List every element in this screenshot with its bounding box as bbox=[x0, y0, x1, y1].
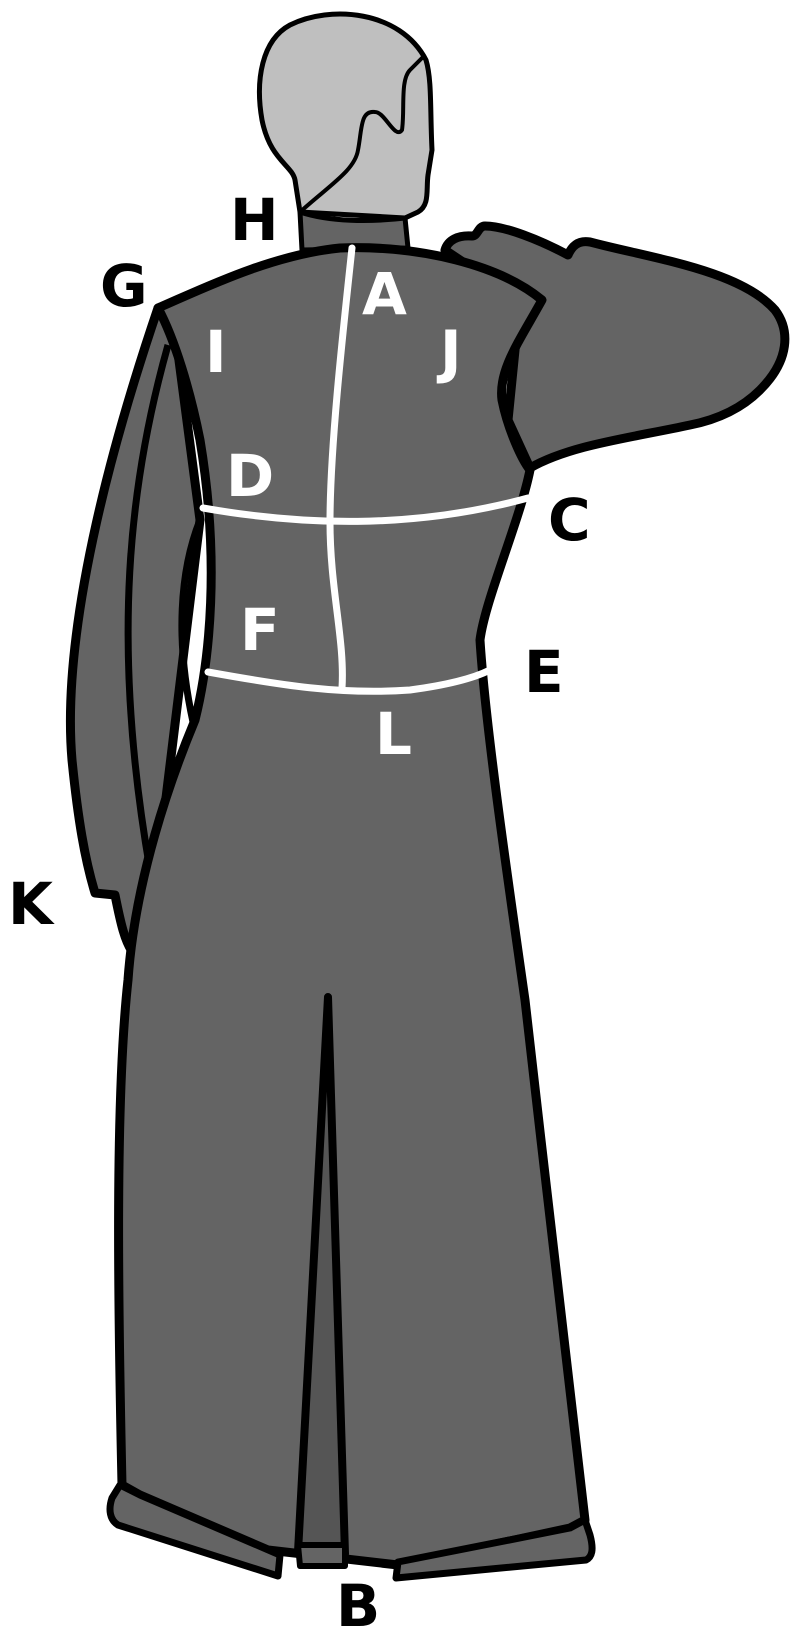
label-L: L bbox=[375, 700, 412, 768]
hem-center bbox=[298, 1545, 345, 1566]
label-E: E bbox=[524, 638, 564, 706]
head-shape bbox=[259, 14, 432, 218]
label-B: B bbox=[336, 1572, 380, 1629]
label-C: C bbox=[548, 486, 591, 554]
label-A: A bbox=[362, 260, 407, 328]
label-D: D bbox=[226, 442, 274, 510]
label-J: J bbox=[436, 318, 462, 386]
mannequin-head bbox=[259, 14, 432, 250]
label-H: H bbox=[230, 186, 279, 254]
label-K: K bbox=[8, 870, 55, 938]
label-F: F bbox=[240, 596, 280, 664]
label-I: I bbox=[205, 318, 227, 386]
label-G: G bbox=[100, 252, 148, 320]
